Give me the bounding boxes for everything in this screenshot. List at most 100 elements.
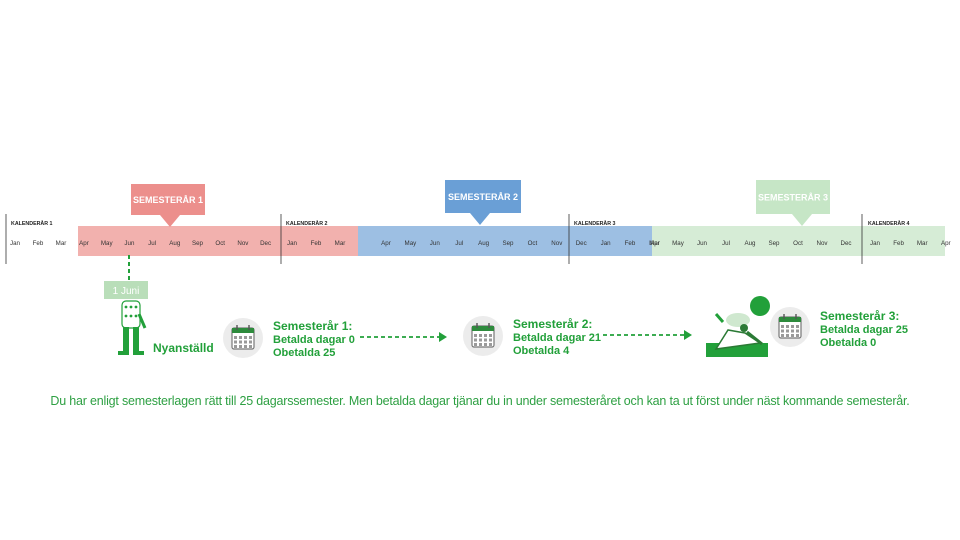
calendar-icon-cell-2-2 bbox=[791, 334, 794, 337]
summary-1-title: Semesterår 1: bbox=[273, 319, 352, 333]
sem1-month-7: Nov bbox=[237, 240, 249, 247]
cal4-month-3: Apr bbox=[941, 240, 951, 247]
cal1-month-1: Feb bbox=[33, 240, 44, 247]
start-date-label: 1 Juni bbox=[113, 286, 140, 297]
calendar-icon-cell-0-1 bbox=[479, 334, 482, 337]
sem1-month-6: Oct bbox=[215, 240, 225, 247]
sem1-month-5: Sep bbox=[192, 240, 204, 247]
figure-dot-5 bbox=[134, 314, 138, 318]
calendar-icon-cell-2-3 bbox=[796, 334, 799, 337]
figure-shirt bbox=[121, 300, 141, 329]
sem2-month-1: May bbox=[405, 240, 418, 247]
sem3-month-3: Aug bbox=[744, 240, 756, 247]
figure-dot-1 bbox=[129, 305, 133, 309]
footer-note: Du har enligt semesterlagen rätt till 25… bbox=[50, 394, 910, 408]
sem2-month-7: Nov bbox=[551, 240, 563, 247]
calendar-icon-cell-1-2 bbox=[484, 338, 487, 342]
calendar-icon bbox=[223, 318, 263, 358]
person-figure-icon bbox=[118, 300, 147, 355]
calendar-icon bbox=[463, 316, 503, 356]
calendar-icon-cell-0-0 bbox=[781, 325, 784, 328]
arrow-1-to-2-head bbox=[439, 332, 447, 342]
calendar-year-label-2: KALENDERÅR 2 bbox=[286, 220, 328, 227]
summary-2-title: Semesterår 2: bbox=[513, 317, 592, 331]
summary-3-title: Semesterår 3: bbox=[820, 309, 899, 323]
semester-bubble-3-label: SEMESTERÅR 3 bbox=[758, 193, 828, 203]
calendar-icon-cell-1-3 bbox=[249, 340, 252, 344]
cal2-month-0: Jan bbox=[287, 240, 298, 247]
person-label: Nyanställd bbox=[153, 341, 214, 355]
calendar-icon-cell-2-1 bbox=[239, 345, 242, 348]
figure-foot-left bbox=[118, 351, 129, 355]
calendar-icon-cell-1-2 bbox=[791, 329, 794, 333]
calendar-icon-cell-0-1 bbox=[239, 336, 242, 339]
calendar-icon-cell-2-0 bbox=[781, 334, 784, 337]
calendar-icon-cell-1-1 bbox=[786, 329, 789, 333]
figure-leg-left bbox=[123, 327, 129, 355]
figure-dot-4 bbox=[129, 314, 133, 318]
sem3-month-1: Jun bbox=[697, 240, 708, 247]
start-date-sign bbox=[104, 281, 148, 299]
summary-2-line2: Obetalda 4 bbox=[513, 345, 570, 357]
sem3-month-start: Apr bbox=[650, 240, 660, 247]
sem2-month-8: Dec bbox=[576, 240, 587, 247]
calendar-icon-cell-0-3 bbox=[489, 334, 492, 337]
calendar-year-label-3: KALENDERÅR 3 bbox=[574, 220, 616, 227]
calendar-icon-cell-0-2 bbox=[484, 334, 487, 337]
calendar-icon-cell-1-0 bbox=[474, 338, 477, 342]
sem3-month-2: Jul bbox=[722, 240, 730, 247]
calendar-icon-header bbox=[232, 328, 254, 333]
sem1-month-2: Jun bbox=[124, 240, 135, 247]
calendar-icon-cell-1-2 bbox=[244, 340, 247, 344]
calendar-icon-cell-2-0 bbox=[234, 345, 237, 348]
cal2-month-2: Mar bbox=[335, 240, 346, 247]
semester-bubble-1-tail bbox=[160, 215, 180, 227]
sem2-month-10: Feb bbox=[625, 240, 636, 247]
relax-flag bbox=[714, 313, 725, 323]
sem3-month-7: Dec bbox=[840, 240, 851, 247]
sem2-month-11: Mar bbox=[649, 240, 660, 247]
sem2-month-6: Oct bbox=[528, 240, 538, 247]
sem2-month-3: Jul bbox=[455, 240, 463, 247]
semester-bubble-1: SEMESTERÅR 1 bbox=[131, 184, 205, 227]
sem1-month-3: Jul bbox=[148, 240, 156, 247]
summary-3-line2: Obetalda 0 bbox=[820, 337, 876, 349]
figure-dot-3 bbox=[124, 314, 128, 318]
semester-bubble-3-tail bbox=[792, 214, 812, 226]
arrow-2-to-3 bbox=[603, 330, 692, 340]
calendar-icon-cell-2-3 bbox=[489, 343, 492, 346]
relax-person-head bbox=[740, 324, 748, 332]
calendar-icon-cell-1-1 bbox=[239, 340, 242, 344]
semester-band-1 bbox=[78, 226, 358, 256]
calendar-icon-cell-2-2 bbox=[484, 343, 487, 346]
relaxing-person-icon bbox=[706, 296, 770, 357]
calendar-icon bbox=[770, 307, 810, 347]
sem1-month-4: Aug bbox=[169, 240, 181, 247]
semester-bubble-3-body bbox=[756, 180, 830, 214]
sem1-month-1: May bbox=[101, 240, 114, 247]
sem2-month-2: Jun bbox=[430, 240, 441, 247]
calendar-icon-cell-0-3 bbox=[796, 325, 799, 328]
sem2-month-5: Sep bbox=[502, 240, 514, 247]
semester-bubble-2-tail bbox=[470, 213, 490, 225]
sem3-month-0: May bbox=[672, 240, 685, 247]
sem2-month-9: Jan bbox=[601, 240, 612, 247]
sem1-month-0: Apr bbox=[79, 240, 89, 247]
cal4-month-0: Jan bbox=[870, 240, 881, 247]
cal4-month-1: Feb bbox=[893, 240, 904, 247]
semester-bubble-3: SEMESTERÅR 3 bbox=[756, 180, 830, 226]
semester-bubble-1-body bbox=[131, 184, 205, 215]
arrow-1-to-2 bbox=[360, 332, 447, 342]
cal1-month-0: Jan bbox=[10, 240, 21, 247]
calendar-icon-cell-2-1 bbox=[479, 343, 482, 346]
figure-foot-right bbox=[133, 351, 144, 355]
calendar-icon-cell-0-3 bbox=[249, 336, 252, 339]
summary-3-line1: Betalda dagar 25 bbox=[820, 324, 908, 336]
calendar-icon-header bbox=[472, 326, 494, 331]
calendar-icon-cell-2-2 bbox=[244, 345, 247, 348]
calendar-icon-cell-1-3 bbox=[796, 329, 799, 333]
semester-bubble-2: SEMESTERÅR 2 bbox=[445, 180, 521, 225]
sem2-month-4: Aug bbox=[478, 240, 490, 247]
calendar-icon-header bbox=[779, 317, 801, 322]
